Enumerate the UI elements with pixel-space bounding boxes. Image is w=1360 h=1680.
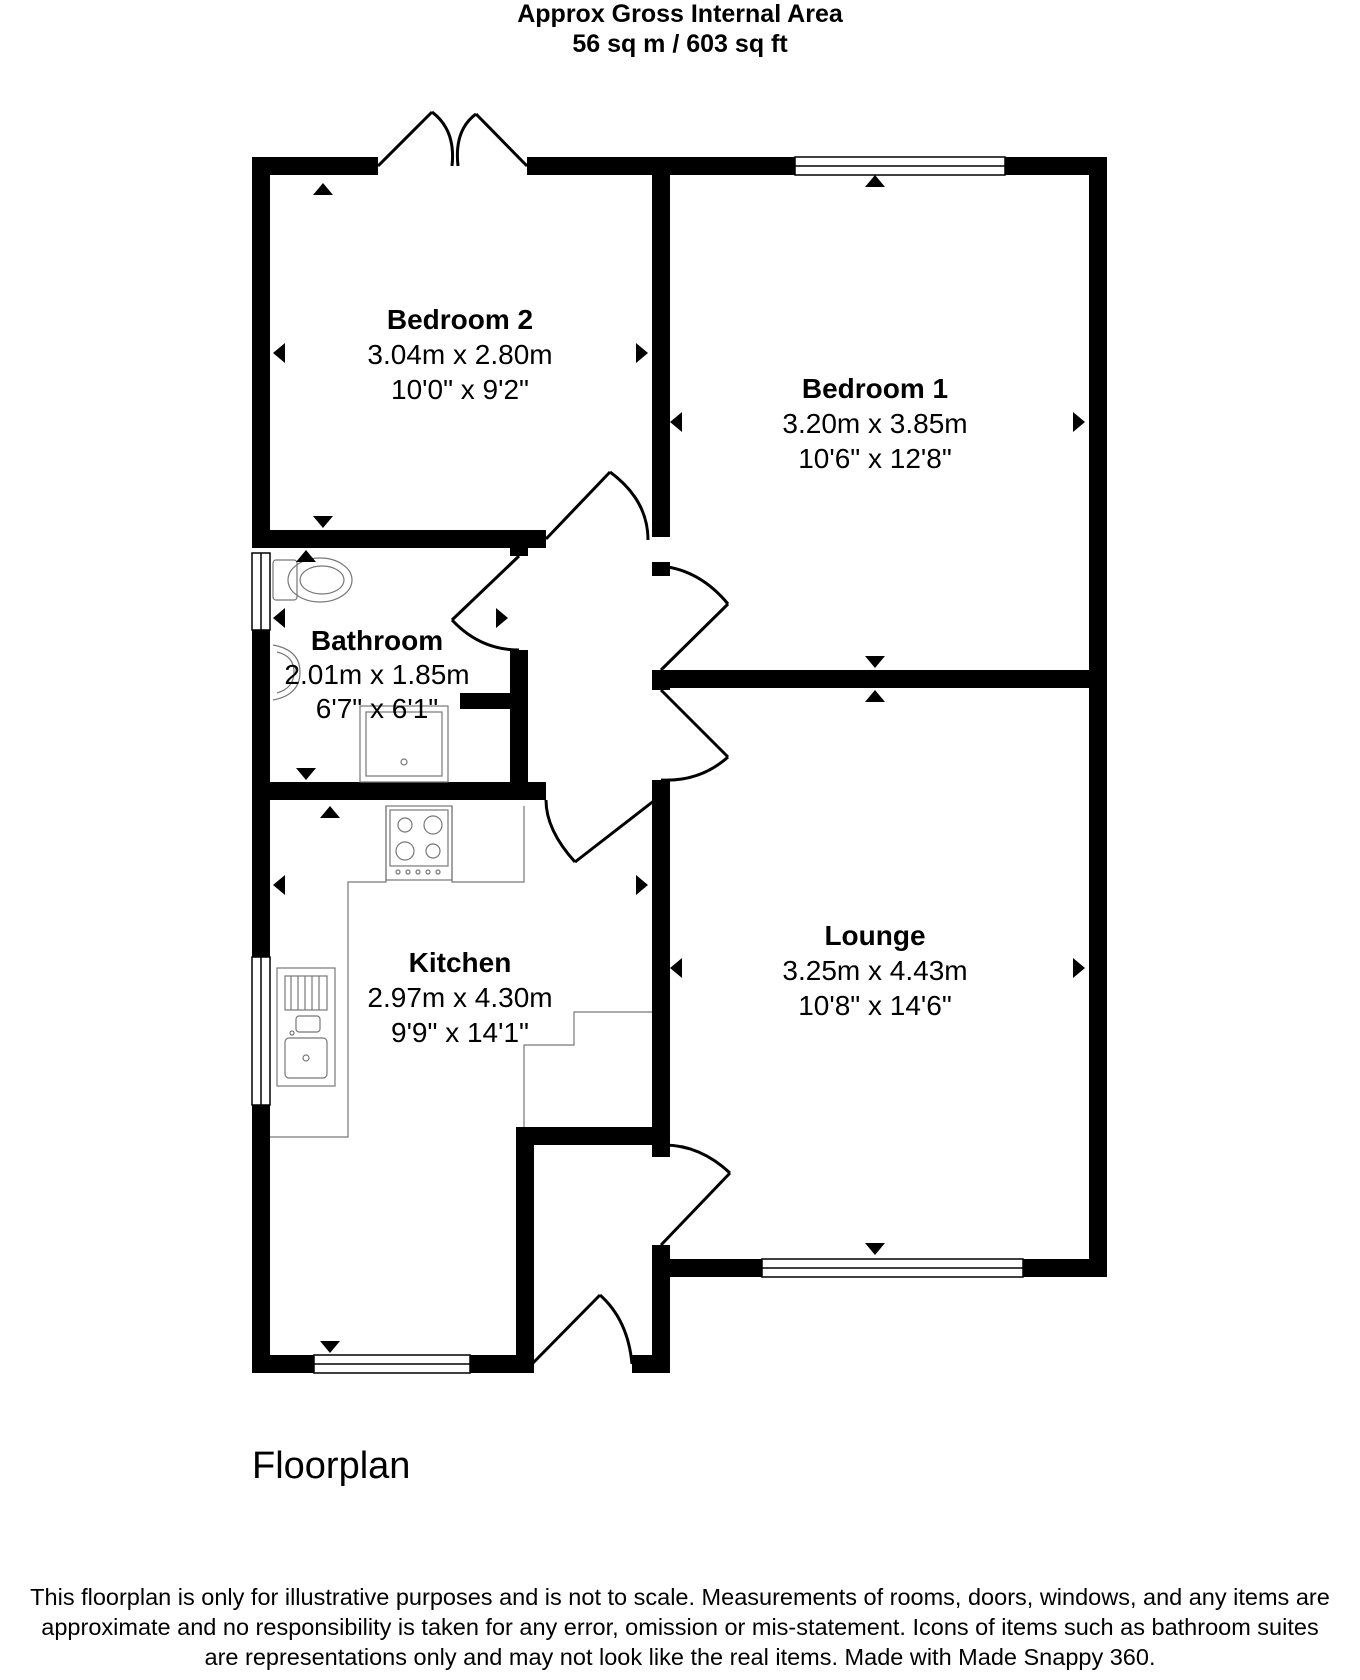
basin-icon: [272, 644, 301, 701]
dimension-markers: [273, 175, 1085, 1353]
room-imperial: 10'6" x 12'8": [798, 443, 952, 474]
room-metric: 3.25m x 4.43m: [782, 955, 967, 986]
kitchen-worktops: [270, 806, 652, 1138]
room-label-bedroom1: Bedroom 1 3.20m x 3.85m 10'6" x 12'8": [782, 373, 967, 474]
door-lobby-lounge: [659, 1143, 732, 1247]
door-kitchen: [544, 798, 656, 864]
walls: [252, 157, 1107, 1373]
room-metric: 2.97m x 4.30m: [367, 982, 552, 1013]
room-name: Bathroom: [311, 625, 443, 656]
floorplan-caption: Floorplan: [252, 1445, 410, 1487]
disclaimer-line: This floorplan is only for illustrative …: [30, 1584, 1330, 1610]
room-imperial: 10'0" x 9'2": [391, 374, 529, 405]
fixtures: [270, 557, 652, 1138]
shower-tray-icon: [359, 705, 449, 783]
room-label-bedroom2: Bedroom 2 3.04m x 2.80m 10'0" x 9'2": [367, 304, 552, 405]
door-bedroom1: [659, 564, 730, 672]
door-lounge: [659, 688, 730, 782]
doors: [376, 110, 732, 1366]
disclaimer-line: approximate and no responsibility is tak…: [41, 1614, 1318, 1640]
windows: [251, 156, 1024, 1374]
door-front: [530, 1293, 634, 1366]
room-imperial: 10'8" x 14'6": [798, 990, 952, 1021]
room-metric: 2.01m x 1.85m: [284, 659, 469, 690]
room-name: Lounge: [824, 920, 925, 951]
room-label-bathroom: Bathroom 2.01m x 1.85m 6'7" x 6'1": [284, 625, 469, 724]
sink-icon: [276, 967, 336, 1087]
area-value: 56 sq m / 603 sq ft: [572, 30, 788, 58]
door-bathroom: [450, 554, 521, 652]
room-name: Kitchen: [409, 947, 512, 978]
disclaimer-line: are representations only and may not loo…: [205, 1644, 1156, 1670]
room-imperial: 6'7" x 6'1": [316, 693, 438, 724]
disclaimer: This floorplan is only for illustrative …: [30, 1584, 1330, 1670]
room-label-lounge: Lounge 3.25m x 4.43m 10'8" x 14'6": [782, 920, 967, 1021]
area-title: Approx Gross Internal Area: [517, 0, 844, 28]
room-imperial: 9'9" x 14'1": [391, 1017, 529, 1048]
room-name: Bedroom 1: [802, 373, 948, 404]
toilet-icon: [272, 557, 353, 603]
room-label-kitchen: Kitchen 2.97m x 4.30m 9'9" x 14'1": [367, 947, 552, 1048]
hob-icon: [385, 805, 453, 881]
french-doors: [376, 110, 529, 168]
room-metric: 3.04m x 2.80m: [367, 339, 552, 370]
door-bedroom2: [544, 470, 650, 541]
room-name: Bedroom 2: [387, 304, 533, 335]
room-metric: 3.20m x 3.85m: [782, 408, 967, 439]
